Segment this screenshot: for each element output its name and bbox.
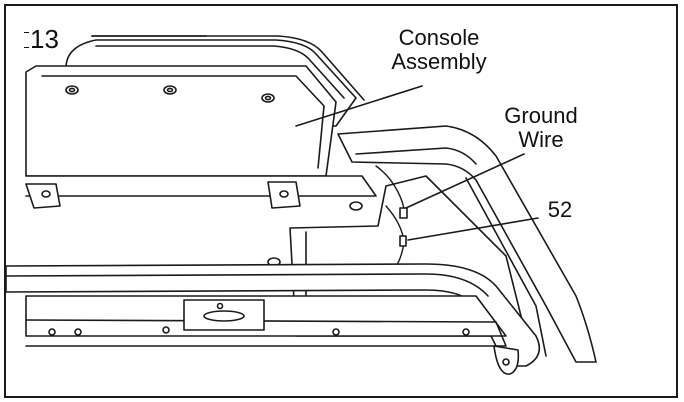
base-plate-hole [216, 302, 224, 310]
step-number: 13 [30, 24, 59, 54]
ground-wire [375, 165, 405, 213]
screw [74, 328, 82, 336]
console-panel [25, 65, 337, 177]
hole [163, 85, 177, 95]
console-top-edge [91, 35, 365, 101]
leader-console-assembly [295, 85, 423, 127]
callout-console-assembly: Console Assembly [384, 26, 494, 74]
callout-console-line1: Console [398, 25, 480, 50]
hole [166, 87, 174, 93]
handlebar-front-line [6, 273, 489, 297]
callout-part-52: 52 [547, 197, 573, 222]
screw [162, 326, 170, 334]
base-frame [25, 295, 507, 337]
hole [41, 190, 51, 198]
leader-52 [407, 217, 539, 241]
console-bottom-ridge [25, 175, 377, 197]
screw [48, 328, 56, 336]
callout-console-line2: Assembly [391, 49, 487, 74]
ground-wire-connector [399, 207, 408, 219]
diagram-frame: 13 Console Assembly Ground Wire 52 [4, 4, 678, 398]
hole [68, 87, 76, 93]
right-upright-arm [337, 125, 597, 363]
hole [264, 95, 272, 101]
step-marker [24, 32, 29, 48]
console-panel-inner [41, 75, 325, 169]
leader-ground-wire [405, 153, 525, 209]
handlebar-front [6, 263, 541, 367]
console-rim [95, 45, 345, 99]
right-upright-inner [465, 177, 547, 357]
callout-ground-line1: Ground [504, 103, 578, 128]
right-bracket [267, 181, 301, 209]
console-assembly-illustration [6, 35, 597, 375]
base-screws [48, 326, 470, 336]
console-holes [65, 85, 363, 267]
right-foot-screw [502, 358, 510, 366]
screw [462, 328, 470, 336]
base-plate [183, 299, 265, 331]
hole [349, 201, 363, 211]
screw [332, 328, 340, 336]
right-upright-arm-edge [355, 147, 477, 165]
callout-ground-line2: Wire [518, 127, 564, 152]
hole [65, 85, 79, 95]
part-52-connector [399, 235, 407, 247]
hole [261, 93, 275, 103]
hole [279, 190, 289, 198]
base-plate-slot [203, 310, 245, 322]
right-foot [493, 345, 520, 375]
callout-ground-wire: Ground Wire [496, 104, 586, 152]
